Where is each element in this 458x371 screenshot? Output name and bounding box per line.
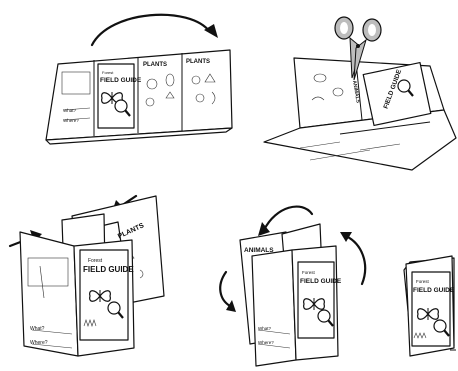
rotate-arrow-right — [346, 236, 365, 284]
cover-title-5: FIELD GUIDE — [413, 287, 455, 294]
what-label-4: What? — [258, 326, 272, 331]
step1-unfolded-strip: What? Where? Forest FIELD GUIDE PLANTS P… — [46, 15, 232, 144]
cover-subtitle-5: Forest — [416, 279, 430, 284]
plants-heading: PLANTS — [143, 62, 167, 68]
what-label: What? — [63, 108, 77, 113]
rotate-arrow-left — [220, 272, 230, 306]
where-label-4: Where? — [258, 340, 274, 345]
step4-star-fold: ANIMALS Forest FIELD GUIDE What? Where? — [220, 207, 365, 366]
butterfly-icon-3 — [90, 290, 111, 302]
step5-finished-book: Forest FIELD GUIDE — [404, 256, 456, 356]
plants-heading-2: PLANTS — [186, 59, 210, 65]
cover-subtitle: Forest — [102, 70, 114, 75]
cover-title-4: FIELD GUIDE — [300, 278, 342, 285]
what-label-3: What? — [30, 326, 45, 332]
step2-cut-strip: FIELD GUIDE ANIMALS — [264, 17, 456, 170]
butterfly-icon-5 — [418, 308, 439, 320]
butterfly-icon-4 — [304, 298, 325, 310]
rotate-arrow-top — [264, 207, 312, 230]
cover-title-3: FIELD GUIDE — [83, 265, 134, 274]
cover-subtitle-4: Forest — [302, 270, 316, 275]
where-label-3: Where? — [30, 340, 48, 346]
cover-title: FIELD GUIDE — [100, 77, 142, 84]
step3-push-together: PLANTS Forest FIELD GUIDE What? Where? — [10, 196, 164, 356]
fold-over-arrow — [92, 15, 210, 45]
where-label: Where? — [63, 118, 79, 123]
cover-subtitle-3: Forest — [88, 258, 103, 264]
